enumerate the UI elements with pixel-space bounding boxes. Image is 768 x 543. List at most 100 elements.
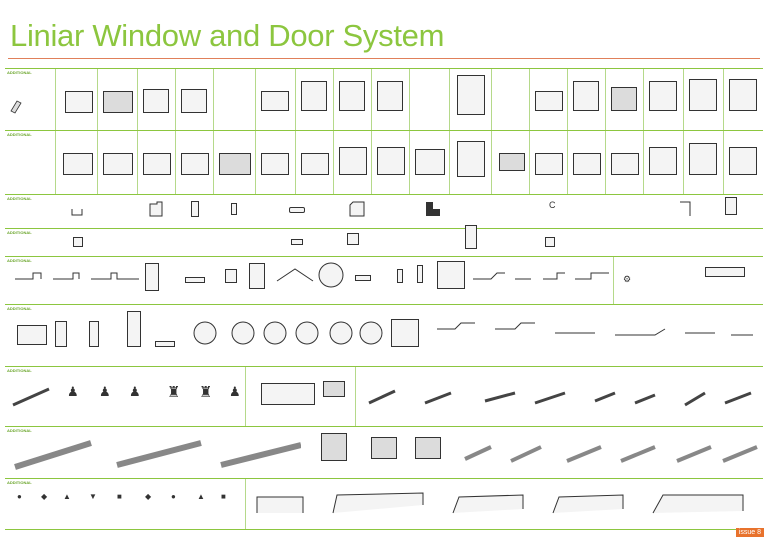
row-frames: ADDITIONAL (5, 68, 763, 130)
sash-profile-icon (499, 153, 525, 171)
frame-profile-icon (181, 89, 207, 113)
sash-profile-icon (573, 153, 601, 175)
bead-icon (73, 237, 83, 247)
clip-icon: ▼ (89, 492, 97, 501)
frame-profile-icon (573, 81, 599, 111)
gasket-icon (705, 267, 745, 277)
sash-profile-icon (219, 153, 251, 175)
trim-icon (127, 311, 141, 347)
trim-icon (295, 321, 319, 345)
trim-icon (89, 321, 99, 347)
cill-icon (321, 433, 347, 461)
hardware-icon: ♟ (229, 384, 241, 399)
clip-icon: ◆ (145, 492, 152, 501)
profile-catalogue-grid: ADDITIONAL (5, 68, 763, 530)
sash-profile-icon (611, 153, 639, 175)
coupler-icon (185, 277, 205, 283)
section-label-couplers: ADDITIONAL (7, 258, 32, 263)
clip-icon: ▲ (197, 492, 205, 501)
trim-icon (17, 325, 47, 345)
coupler-icon (397, 269, 403, 283)
frame-profile-icon (689, 79, 717, 111)
profile-code-label (9, 123, 10, 127)
hardware-icon (261, 383, 315, 405)
frame-profile-icon (301, 81, 327, 111)
clip-icon: ◆ (41, 492, 48, 501)
frame-profile-icon (611, 87, 637, 111)
frame-profile-icon (377, 81, 403, 111)
issue-badge: issue 8 (735, 528, 764, 537)
hardware-icon: ♜ (167, 384, 181, 401)
sash-profile-icon (339, 147, 367, 175)
hardware-icon (323, 381, 345, 397)
bead-icon (680, 201, 691, 216)
clip-icon: ● (17, 492, 22, 501)
trim-icon (437, 322, 753, 336)
profile-icon (10, 100, 22, 114)
frame-profile-icon (729, 79, 757, 111)
sash-profile-icon (457, 141, 485, 177)
section-label-trims: ADDITIONAL (7, 306, 32, 311)
coupler-icon (145, 263, 159, 291)
sash-profile-icon (377, 147, 405, 175)
bead-icon (725, 197, 737, 215)
frame-profile-icon (103, 91, 133, 113)
trim-icon (391, 319, 419, 347)
bead-icon (349, 201, 365, 217)
section-label-sashes: ADDITIONAL (7, 132, 32, 137)
coupler-icon (225, 269, 237, 283)
trim-icon (193, 321, 217, 345)
hardware-icon: ♟ (99, 384, 111, 399)
hardware-icon (368, 389, 752, 407)
trim-icon (263, 321, 287, 345)
coupler-icon (318, 262, 344, 288)
section-label-beads: ADDITIONAL (7, 196, 32, 201)
row-ancillaries: ADDITIONAL ● ◆ ▲ ▼ ■ ◆ ● ▲ ■ (5, 478, 763, 530)
clip-icon: ■ (117, 492, 122, 501)
trim-icon (359, 321, 383, 345)
frame-profile-icon (261, 91, 289, 111)
coupler-icon (249, 263, 265, 289)
cill-icon (14, 440, 301, 470)
cill-icon (415, 437, 441, 459)
coupler-icon (276, 268, 314, 282)
bead-icon (347, 233, 359, 245)
frame-profile-icon (649, 81, 677, 111)
section-label-ancillaries: ADDITIONAL (7, 480, 32, 485)
bead-icon (289, 207, 305, 213)
row-cills: ADDITIONAL (5, 426, 763, 478)
coupler-icon (15, 272, 139, 280)
sash-profile-icon (181, 153, 209, 175)
bead-icon (291, 239, 303, 245)
sash-profile-icon (301, 153, 329, 175)
trim-icon (329, 321, 353, 345)
sash-profile-icon (415, 149, 445, 175)
sash-profile-icon (143, 153, 171, 175)
section-label-cills: ADDITIONAL (7, 428, 32, 433)
hardware-icon (12, 387, 50, 407)
row-beads-2: ADDITIONAL (5, 225, 763, 256)
frame-profile-icon (339, 81, 365, 111)
bead-icon (231, 203, 237, 215)
row-hardware: ADDITIONAL ♟ ♟ ♟ ♜ ♜ ♟ (5, 366, 763, 426)
sash-profile-icon (649, 147, 677, 175)
clip-icon: ● (171, 492, 176, 501)
sash-profile-icon (261, 153, 289, 175)
bead-icon (545, 237, 555, 247)
hardware-icon: ♜ (199, 384, 213, 401)
frame-profile-icon (143, 89, 169, 113)
row-couplers: ADDITIONAL ⚙ (5, 256, 763, 304)
bead-icon: C (549, 200, 556, 210)
row-trims: ADDITIONAL (5, 304, 763, 366)
trim-icon (231, 321, 255, 345)
bead-icon (71, 209, 83, 216)
title-divider (8, 58, 760, 59)
cill-icon (371, 437, 397, 459)
sash-profile-icon (103, 153, 133, 175)
frame-profile-icon (65, 91, 93, 113)
coupler-icon (437, 261, 465, 289)
clip-icon: ■ (221, 492, 226, 501)
page-title: Liniar Window and Door System (10, 18, 445, 53)
gasket-icon: ⚙ (623, 274, 632, 284)
section-label-beads-2: ADDITIONAL (7, 230, 32, 235)
